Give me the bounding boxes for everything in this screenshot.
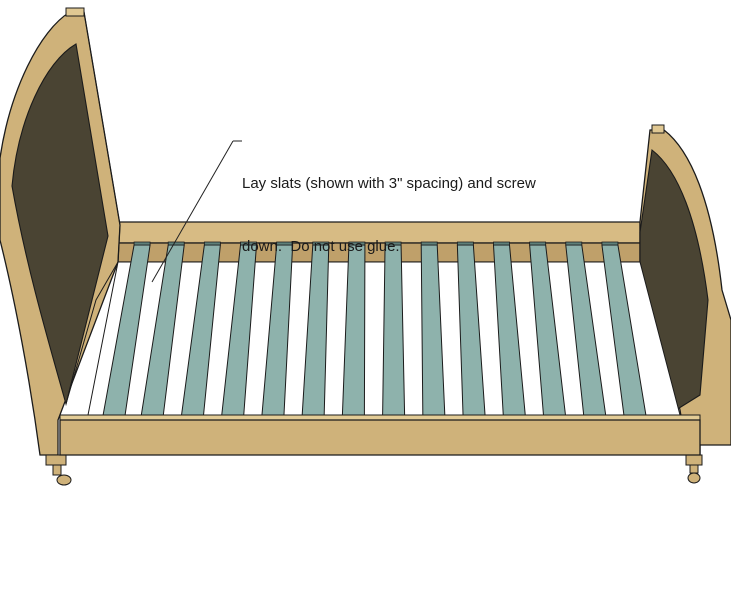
slat-end: [493, 241, 510, 246]
slat-end: [240, 241, 257, 246]
slat-end: [167, 241, 185, 246]
slat-end: [203, 241, 221, 246]
slat-end: [456, 241, 474, 246]
slat-end: [601, 241, 619, 246]
front-rail: [59, 414, 701, 456]
slat-end: [384, 241, 402, 246]
callout-line-2: down. Do not use glue.: [242, 238, 400, 255]
slat-end: [565, 241, 583, 246]
slat-end: [529, 241, 547, 246]
callout-leader-line-diagonal: [151, 140, 234, 283]
slat-end: [133, 241, 151, 246]
slat-end: [420, 241, 438, 246]
left-leg: [45, 454, 72, 486]
left-headboard: [0, 7, 121, 486]
slat-end: [276, 241, 294, 246]
slat-end: [348, 241, 366, 246]
right-footboard: [639, 124, 731, 484]
slat-end: [312, 241, 330, 246]
right-leg: [685, 454, 703, 484]
slats-group: [102, 241, 647, 416]
callout-text: Lay slats (shown with 3" spacing) and sc…: [242, 131, 602, 278]
callout-line-1: Lay slats (shown with 3" spacing) and sc…: [242, 175, 536, 192]
